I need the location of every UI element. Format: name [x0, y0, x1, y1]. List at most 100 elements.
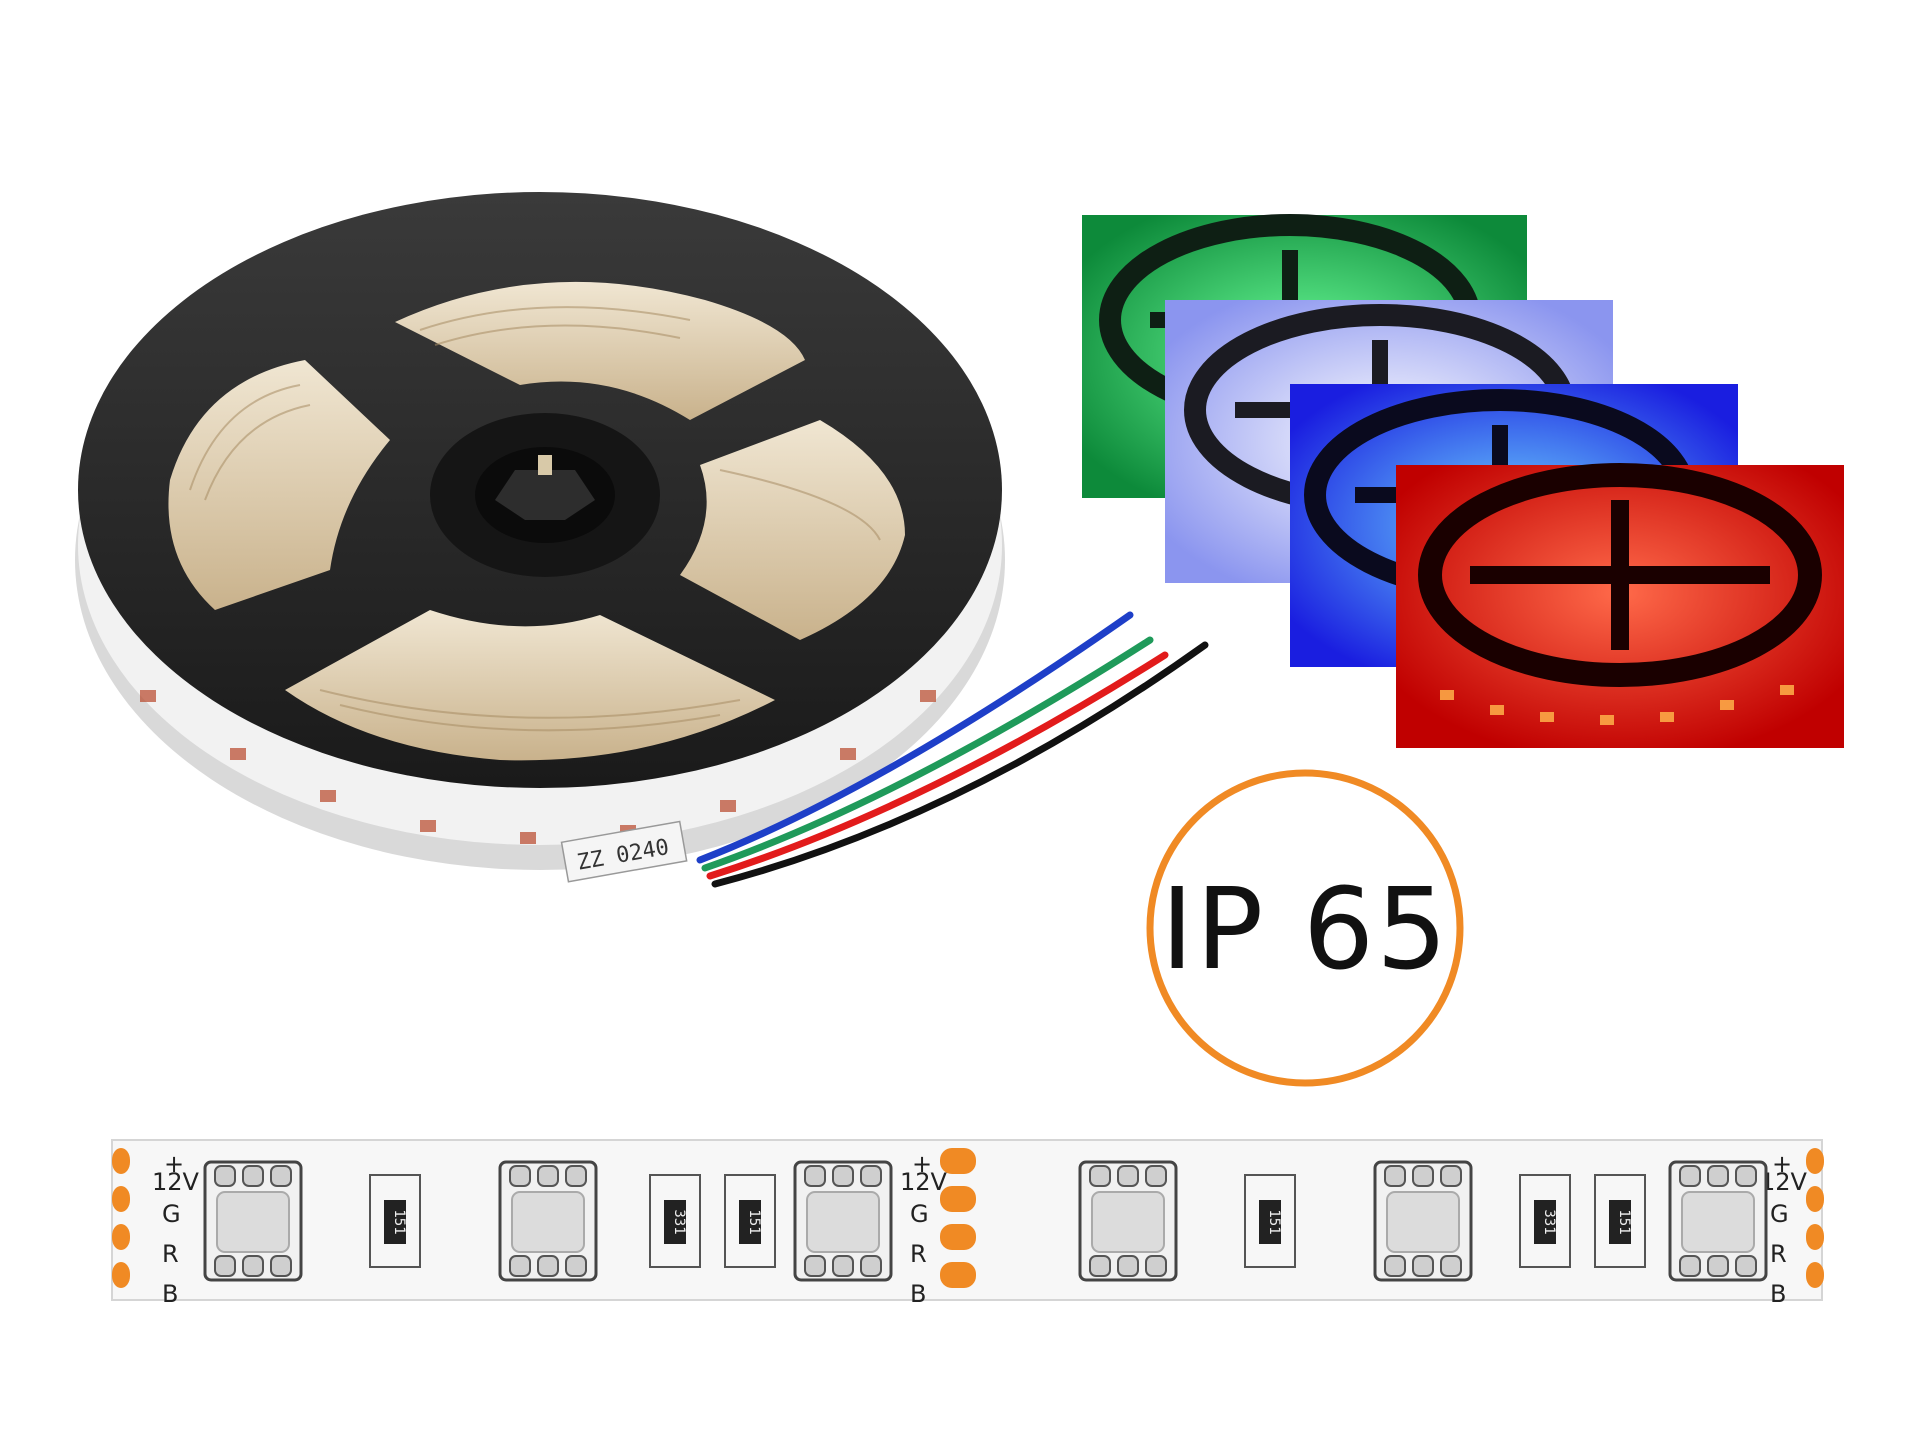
resistor-code: 331: [671, 1209, 687, 1234]
pin-label: R: [162, 1240, 179, 1268]
ip-rating-badge: IP 65: [1146, 769, 1464, 1087]
led-pin: [565, 1255, 587, 1277]
led-pin: [1679, 1255, 1701, 1277]
led-pin: [214, 1165, 236, 1187]
resistor-code: 151: [1266, 1209, 1282, 1234]
resistor-body: [1609, 1200, 1631, 1244]
led-pin: [1089, 1255, 1111, 1277]
ip-rating-ring: [1146, 769, 1464, 1087]
voltage-label: 12V: [900, 1168, 948, 1196]
led-pin: [1117, 1165, 1139, 1187]
led-lens: [216, 1191, 290, 1253]
resistor-body: [384, 1200, 406, 1244]
led-pin: [242, 1165, 264, 1187]
led-pin: [509, 1165, 531, 1187]
led-lens: [511, 1191, 585, 1253]
positive-mark: +: [1772, 1150, 1792, 1178]
resistor-body: [1534, 1200, 1556, 1244]
led-pin: [1440, 1165, 1462, 1187]
ip-rating-text: IP 65: [1161, 865, 1450, 995]
rgb-wires: [696, 611, 1209, 888]
preview-red: [1396, 463, 1844, 748]
led-pin: [1735, 1165, 1757, 1187]
copper-pad: [112, 1148, 130, 1174]
led-pin: [1145, 1165, 1167, 1187]
resistor-body: [664, 1200, 686, 1244]
copper-pad: [1806, 1262, 1824, 1288]
copper-pad: [112, 1186, 130, 1212]
resistor-outline: [1244, 1174, 1296, 1268]
led-pin: [1145, 1255, 1167, 1277]
reel-window-top: [395, 281, 805, 420]
led-pin: [860, 1165, 882, 1187]
voltage-label: 12V: [152, 1168, 200, 1196]
led-pin: [537, 1255, 559, 1277]
led-pin: [1679, 1165, 1701, 1187]
led-pin: [509, 1255, 531, 1277]
reel-window-bottom: [285, 610, 775, 761]
led-pin: [1117, 1255, 1139, 1277]
copper-pad: [112, 1224, 130, 1250]
led-pin: [1707, 1165, 1729, 1187]
resistor-code: 151: [391, 1209, 407, 1234]
copper-pad: [1806, 1224, 1824, 1250]
pin-label: B: [1770, 1280, 1786, 1308]
led-pin: [832, 1165, 854, 1187]
pin-label: G: [910, 1200, 929, 1228]
voltage-label: 12V: [1760, 1168, 1808, 1196]
led-pin: [1707, 1255, 1729, 1277]
led-lens: [806, 1191, 880, 1253]
led-pin: [1089, 1165, 1111, 1187]
resistor-outline: [1519, 1174, 1571, 1268]
led-lens: [1681, 1191, 1755, 1253]
led-pin: [1440, 1255, 1462, 1277]
reel-window-right: [680, 420, 905, 640]
pin-label: R: [1770, 1240, 1787, 1268]
led-pin: [214, 1255, 236, 1277]
resistor-outline: [724, 1174, 776, 1268]
led-strip-reel: ZZ 0240: [75, 192, 1209, 888]
led-pin: [832, 1255, 854, 1277]
led-pin: [1412, 1165, 1434, 1187]
pin-label: B: [162, 1280, 178, 1308]
resistor-outline: [649, 1174, 701, 1268]
resistor-code: 331: [1541, 1209, 1557, 1234]
copper-pad: [940, 1186, 976, 1212]
led-pin: [860, 1255, 882, 1277]
led-pin: [804, 1165, 826, 1187]
led-pin: [565, 1165, 587, 1187]
led-pin: [242, 1255, 264, 1277]
pin-label: G: [1770, 1200, 1789, 1228]
copper-pad: [1806, 1186, 1824, 1212]
positive-mark: +: [164, 1150, 184, 1178]
led-lens: [1091, 1191, 1165, 1253]
led-pin: [804, 1255, 826, 1277]
led-pin: [537, 1165, 559, 1187]
resistor-code: 151: [1616, 1209, 1632, 1234]
resistor-code: 151: [746, 1209, 762, 1234]
led-pin: [270, 1165, 292, 1187]
led-lens: [1386, 1191, 1460, 1253]
resistor-body: [1259, 1200, 1281, 1244]
resistor-body: [739, 1200, 761, 1244]
pin-label: R: [910, 1240, 927, 1268]
pin-label: B: [910, 1280, 926, 1308]
led-pin: [270, 1255, 292, 1277]
led-pin: [1735, 1255, 1757, 1277]
reel-window-left: [168, 360, 390, 610]
copper-pad: [112, 1262, 130, 1288]
led-pin: [1384, 1165, 1406, 1187]
copper-pad: [940, 1148, 976, 1174]
positive-mark: +: [912, 1150, 932, 1178]
copper-pad: [1806, 1148, 1824, 1174]
color-previews: [1082, 214, 1844, 748]
pin-label: G: [162, 1200, 181, 1228]
resistor-outline: [1594, 1174, 1646, 1268]
led-pin: [1384, 1255, 1406, 1277]
led-pin: [1412, 1255, 1434, 1277]
resistor-outline: [369, 1174, 421, 1268]
copper-pad: [940, 1262, 976, 1288]
copper-pad: [940, 1224, 976, 1250]
